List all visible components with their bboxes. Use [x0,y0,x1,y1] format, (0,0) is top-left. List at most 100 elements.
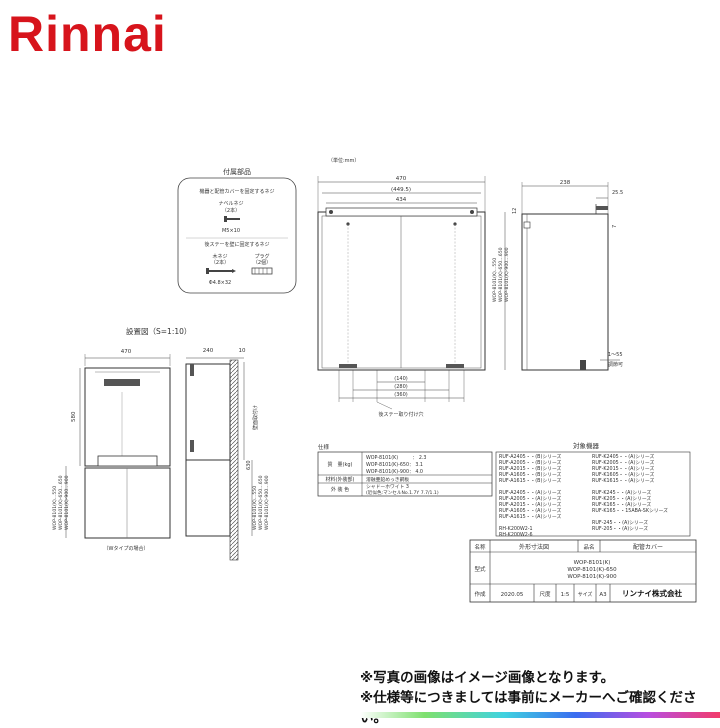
install-depth-label: 240 [203,348,214,354]
install-caption: （Wタイプの場合） [104,545,149,552]
tb-scale-value: 1:5 [561,592,570,598]
front-view: （単位:mm） 470 (449.5) 434 (140) (280) [317,157,510,418]
disclaimer-notes: ※写真の画像はイメージ画像となります。 ※仕様等につきましては事前にメーカーへご… [360,668,718,728]
adjust-note: 調節可 [608,361,623,368]
model-left-item: RUF-A2405・・(B)シリーズ [499,453,561,460]
install-h-550: WOP-8101(K)…550 [52,486,58,530]
front-inner2-label: 434 [396,197,407,203]
model-right-item: RUF-K165・・15ABA-SKシリーズ [592,507,668,514]
spec-header: 仕様 [318,443,330,451]
model-left-item: RUF-A2005・・(B)シリーズ [499,459,561,466]
adjust-range: 1～55 [608,352,623,358]
model-left-item: RH-K200W2-6 [499,532,533,538]
model-right-item: RUF-K1615・・(A)シリーズ [592,477,654,484]
model-right-item: RUF-K245・・(A)シリーズ [592,489,651,496]
accessories-panel: 付属部品 機器と配管カバーを固定するネジ ナベルネジ （2本） M5×10 後ス… [177,167,297,294]
tb-made-label: 作成 [474,590,486,598]
models-left-list: RUF-A2405・・(B)シリーズRUF-A2005・・(B)シリーズRUF-… [499,453,561,538]
plug-icon [251,267,273,275]
tb-date: 2020.05 [501,592,524,598]
title-block: 名称 外形寸法図 品名 配管カバー 型式 WOP-8101(K) WOP-810… [469,539,697,603]
front-inner1-label: (449.5) [391,187,411,193]
tapping-screw-name: ナベルネジ [218,201,243,207]
model-left-item: RH-K200W2-1 [499,526,533,532]
drawing-sheet: 付属部品 機器と配管カバーを固定するネジ ナベルネジ （2本） M5×10 後ス… [52,157,697,603]
install-right-550: WOP-8101(K)…550 [252,486,258,530]
wood-screw-name: 木ネジ [212,253,227,260]
spec-table: 仕様 質 量(kg) WOP-8101(K) ： 2.3 WOP-8101(K)… [317,443,493,497]
spec-mass-label: 質 量(kg) [328,461,353,468]
models-title: 対象機器 [573,441,600,450]
side-dim-25: 25.5 [612,190,623,196]
model-right-item: RUF-K165・・(A)シリーズ [592,501,651,508]
tb-model-label: 型式 [474,565,486,573]
install-drawing: 設置図（S=1:10） 470 （Wタイプの場合） 580 WOP-8101(K… [52,326,270,561]
install-h-900: WOP-8101(K)-900…900 [64,475,70,530]
model-left-item: RUF-A2005・・(A)シリーズ [499,495,561,502]
wood-screw-icon [206,268,236,274]
tb-item-label: 品名 [583,543,594,551]
install-side-cover [185,459,231,537]
tapping-screw-size: M5×10 [222,228,240,234]
tb-model-3: WOP-8101(K)-900 [567,574,617,580]
screw-hole-left [329,210,333,214]
spec-mass-3: WOP-8101(K)-900： 4.0 [366,469,423,475]
tb-item-value: 配管カバー [633,543,663,551]
install-h-650: WOP-8101(K)-650…650 [58,475,64,530]
tapping-screw-icon [224,216,240,222]
rainbow-bar [360,712,720,718]
spec-color-label: 外 装 色 [331,486,349,493]
rinnai-logo: Rinnai [8,6,167,62]
model-left-item: RUF-A1615・・(B)シリーズ [499,477,561,484]
install-right-650: WOP-8101(K)-650…650 [258,475,264,530]
model-right-item: RUF-245・・(A)シリーズ [592,519,648,526]
note-line-1: ※写真の画像はイメージ画像となります。 [360,670,615,686]
unit-note: （単位:mm） [328,157,359,164]
height-label-900: WOP-8101(K)-900…900 [504,247,510,302]
side-dim-7: 7 [612,225,618,228]
screw-hole-right [470,210,474,214]
wall-hatch [229,359,239,561]
pipe-cover-outline [84,467,171,539]
model-left-item: RUF-A1605・・(B)シリーズ [499,471,561,478]
front-width-label: 470 [396,176,407,182]
spec-color-2: (近似色:マンセルNo.1.7Y 7.7/1.1) [366,489,439,496]
side-view: 238 25.5 12 7 1～55 調節可 [512,180,623,371]
fix-screw-title: 機器と配管カバーを固定するネジ [199,188,274,195]
tb-name-label: 名称 [474,543,486,551]
model-right-item: RUF-205・・(A)シリーズ [592,525,648,532]
model-left-item: RUF-A2015・・(A)シリーズ [499,501,561,508]
bottom-dim-2: (280) [394,384,407,390]
model-left-item: RUF-A1605・・(A)シリーズ [499,507,561,514]
stay-screw-title: 後ステーを壁に固定するネジ [204,241,269,248]
bottom-dim-1: (140) [394,376,407,382]
wood-screw-size: Φ4.8×32 [209,280,231,286]
target-models: 対象機器 RUF-A2405・・(B)シリーズRUF-A2005・・(B)シリー… [495,441,691,538]
tb-company: リンナイ株式会社 [622,588,682,598]
tb-scale-label: 尺度 [539,590,551,598]
install-title: 設置図（S=1:10） [126,326,191,336]
model-right-item: RUF-K205・・(A)シリーズ [592,495,651,502]
install-right-height: 630 [246,460,252,470]
model-left-item: RUF-A1615・・(A)シリーズ [499,513,561,520]
model-right-item: RUF-K2015・・(A)シリーズ [592,465,654,472]
plug-name: プラグ [254,253,269,260]
model-right-item: RUF-K2005・・(A)シリーズ [592,459,654,466]
spec-mass-2: WOP-8101(K)-650： 3.1 [366,462,423,468]
models-right-list: RUF-K2405・・(A)シリーズRUF-K2005・・(A)シリーズRUF-… [592,453,668,532]
accessories-title: 付属部品 [223,167,251,176]
spec-material-value: 溶融亜鉛めっき鋼板 [366,476,409,483]
tb-size-label: サイズ [578,591,593,598]
model-left-item: RUF-A2405・・(A)シリーズ [499,489,561,496]
water-heater-outline [84,367,171,467]
tb-model-2: WOP-8101(K)-650 [567,567,617,573]
wood-screw-qty: （2本） [211,259,229,266]
install-width-label: 470 [121,349,132,355]
spec-mass-1: WOP-8101(K) ： 2.3 [366,455,426,461]
tapping-screw-qty: （2本） [222,207,240,214]
side-dim-12: 12 [512,208,518,214]
tb-model-1: WOP-8101(K) [574,560,611,566]
install-right-900: WOP-8101(K)-900…900 [264,475,270,530]
bottom-dim-3: (360) [394,392,407,398]
model-left-item: RUF-A2015・・(B)シリーズ [499,465,561,472]
